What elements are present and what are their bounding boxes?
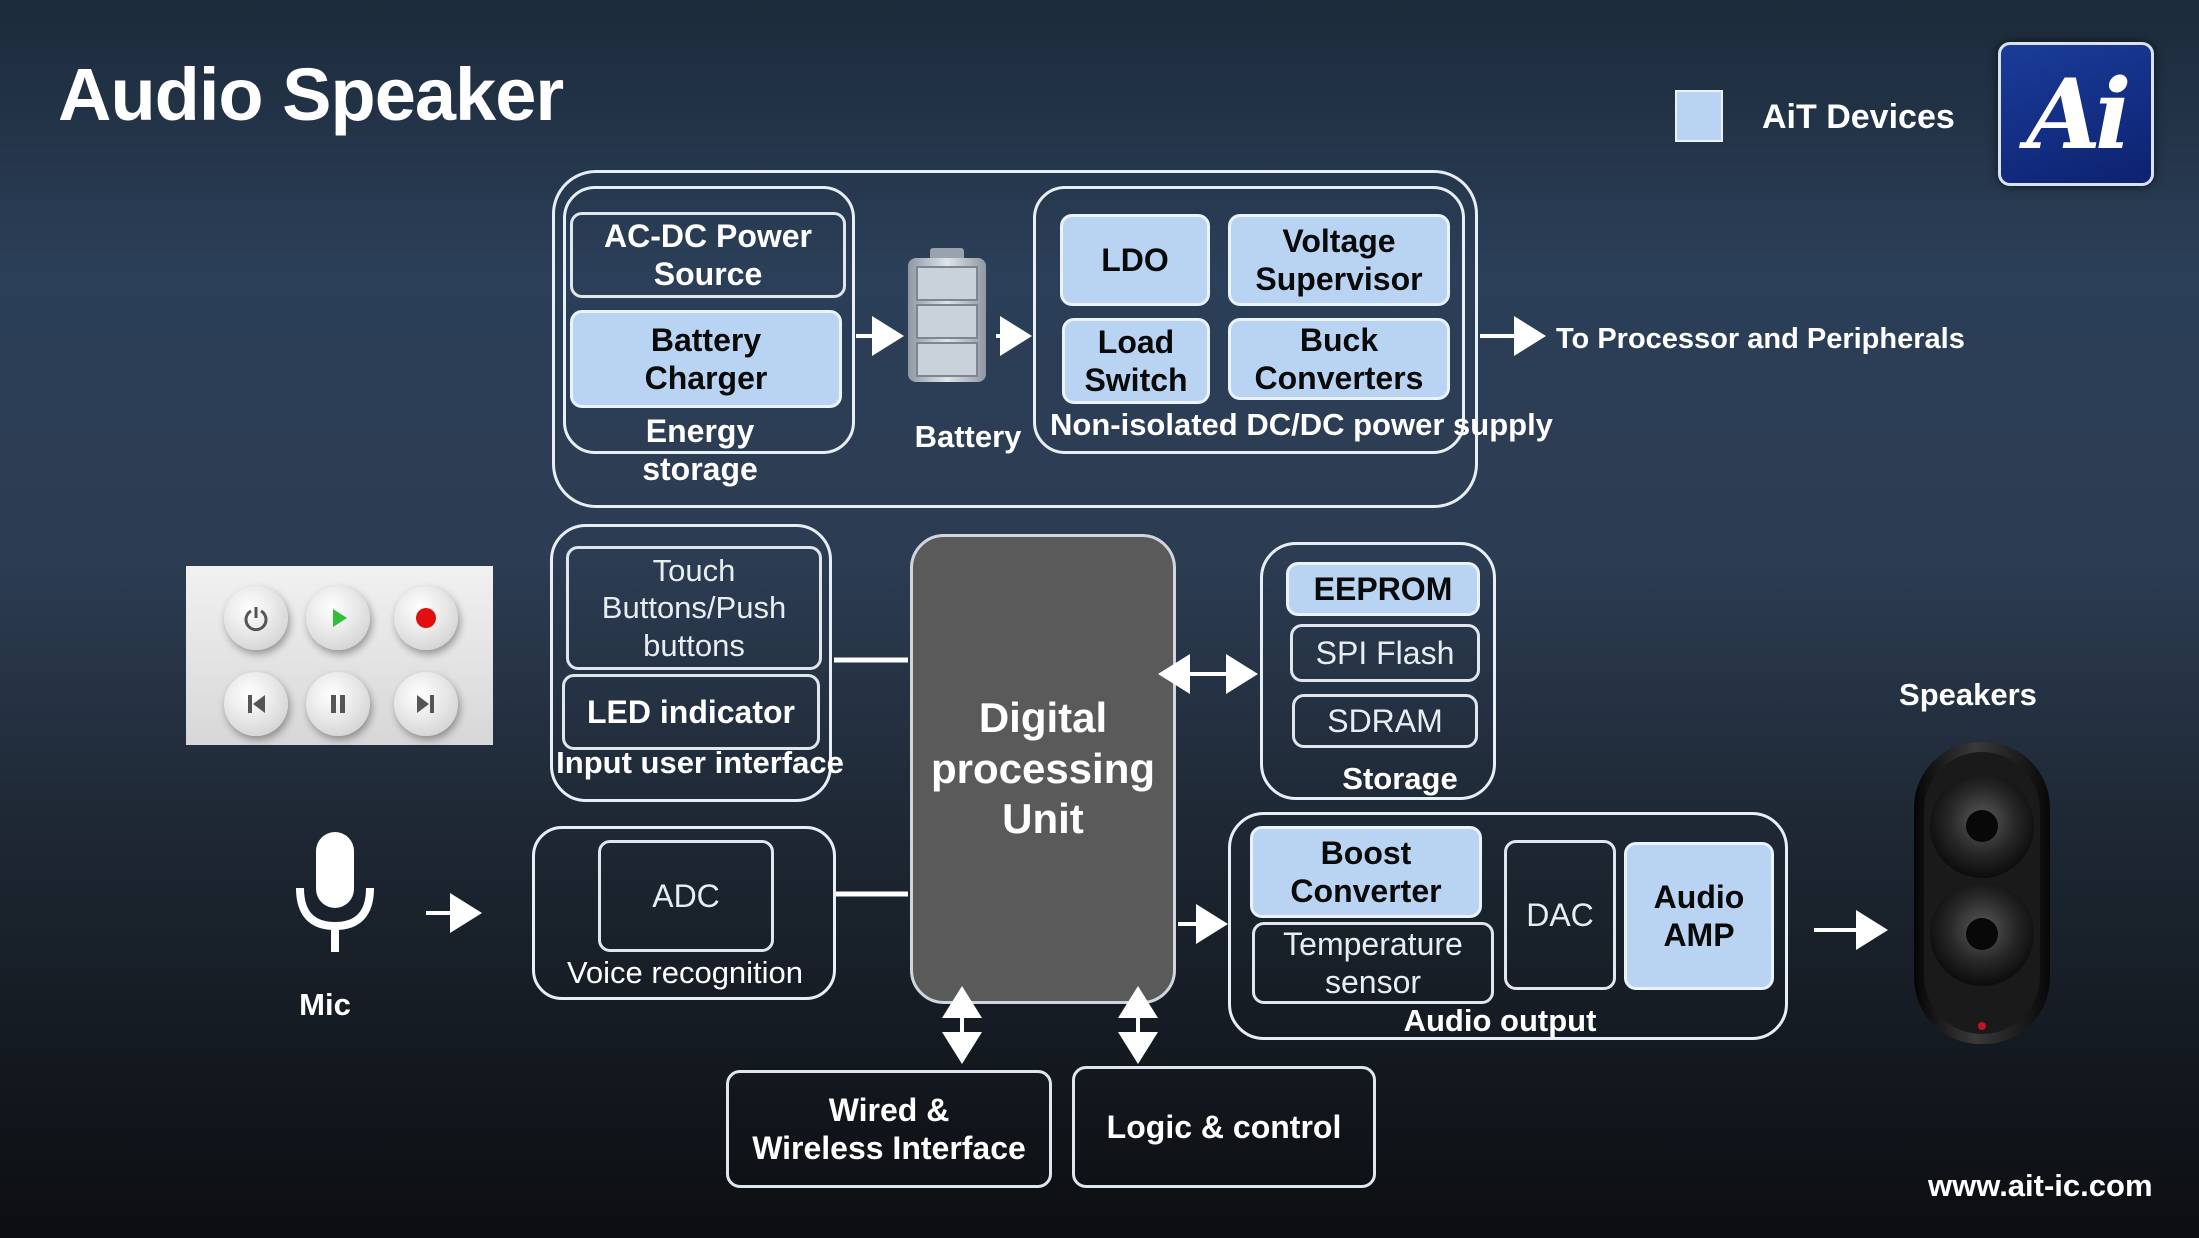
temperature-sensor: Temperature sensor	[1252, 922, 1494, 1004]
battery-charger: Battery Charger	[570, 310, 842, 408]
microphone-icon	[290, 830, 380, 954]
input-ui-label: Input user interface	[556, 745, 844, 780]
legend-swatch	[1675, 90, 1723, 142]
speakers-label: Speakers	[1899, 677, 2037, 712]
digital-processing-unit: Digital processing Unit	[910, 534, 1176, 1004]
previous-icon	[224, 672, 288, 736]
spi-flash: SPI Flash	[1290, 624, 1480, 682]
led-indicator: LED indicator	[562, 674, 820, 750]
buck-converters: Buck Converters	[1228, 318, 1450, 400]
audio-amp: Audio AMP	[1624, 842, 1774, 990]
boost-converter: Boost Converter	[1250, 826, 1482, 918]
wired-wireless-interface: Wired & Wireless Interface	[726, 1070, 1052, 1188]
play-icon	[306, 586, 370, 650]
website-url: www.ait-ic.com	[1928, 1168, 2153, 1203]
touch-buttons: Touch Buttons/Push buttons	[566, 546, 822, 670]
audio-output-frame	[1228, 812, 1788, 1040]
speaker-icon	[1908, 738, 2056, 1048]
dcdc-frame	[1033, 186, 1465, 454]
audio-output-label: Audio output	[1403, 1003, 1597, 1038]
pause-icon	[306, 672, 370, 736]
page-title: Audio Speaker	[58, 53, 564, 136]
load-switch: Load Switch	[1062, 318, 1210, 404]
ldo: LDO	[1060, 214, 1210, 306]
input-ui-frame	[550, 524, 832, 802]
power-icon	[224, 586, 288, 650]
logic-control: Logic & control	[1072, 1066, 1376, 1188]
logo-text: Ai	[2026, 57, 2132, 171]
storage-label: Storage	[1342, 761, 1458, 796]
storage-frame	[1260, 542, 1496, 800]
voice-label: Voice recognition	[566, 955, 804, 990]
record-icon	[394, 586, 458, 650]
energy-storage-frame	[563, 186, 855, 454]
control-panel	[186, 566, 493, 745]
ait-logo: Ai	[1998, 42, 2154, 186]
to-processor-label: To Processor and Peripherals	[1556, 323, 1965, 355]
voltage-supervisor: Voltage Supervisor	[1228, 214, 1450, 306]
next-icon	[394, 672, 458, 736]
battery-icon	[908, 248, 986, 384]
dcdc-label: Non-isolated DC/DC power supply	[1050, 407, 1553, 442]
legend-label: AiT Devices	[1762, 98, 1955, 136]
battery-label: Battery	[914, 419, 1022, 454]
voice-frame	[532, 826, 836, 1000]
mic-label: Mic	[299, 987, 351, 1022]
power-section-frame	[552, 170, 1478, 508]
eeprom: EEPROM	[1286, 562, 1480, 616]
energy-storage-label: Energy storage	[642, 413, 758, 488]
dac: DAC	[1504, 840, 1616, 990]
ac-dc-power-source: AC-DC Power Source	[570, 212, 846, 298]
adc: ADC	[598, 840, 774, 952]
sdram: SDRAM	[1292, 694, 1478, 748]
